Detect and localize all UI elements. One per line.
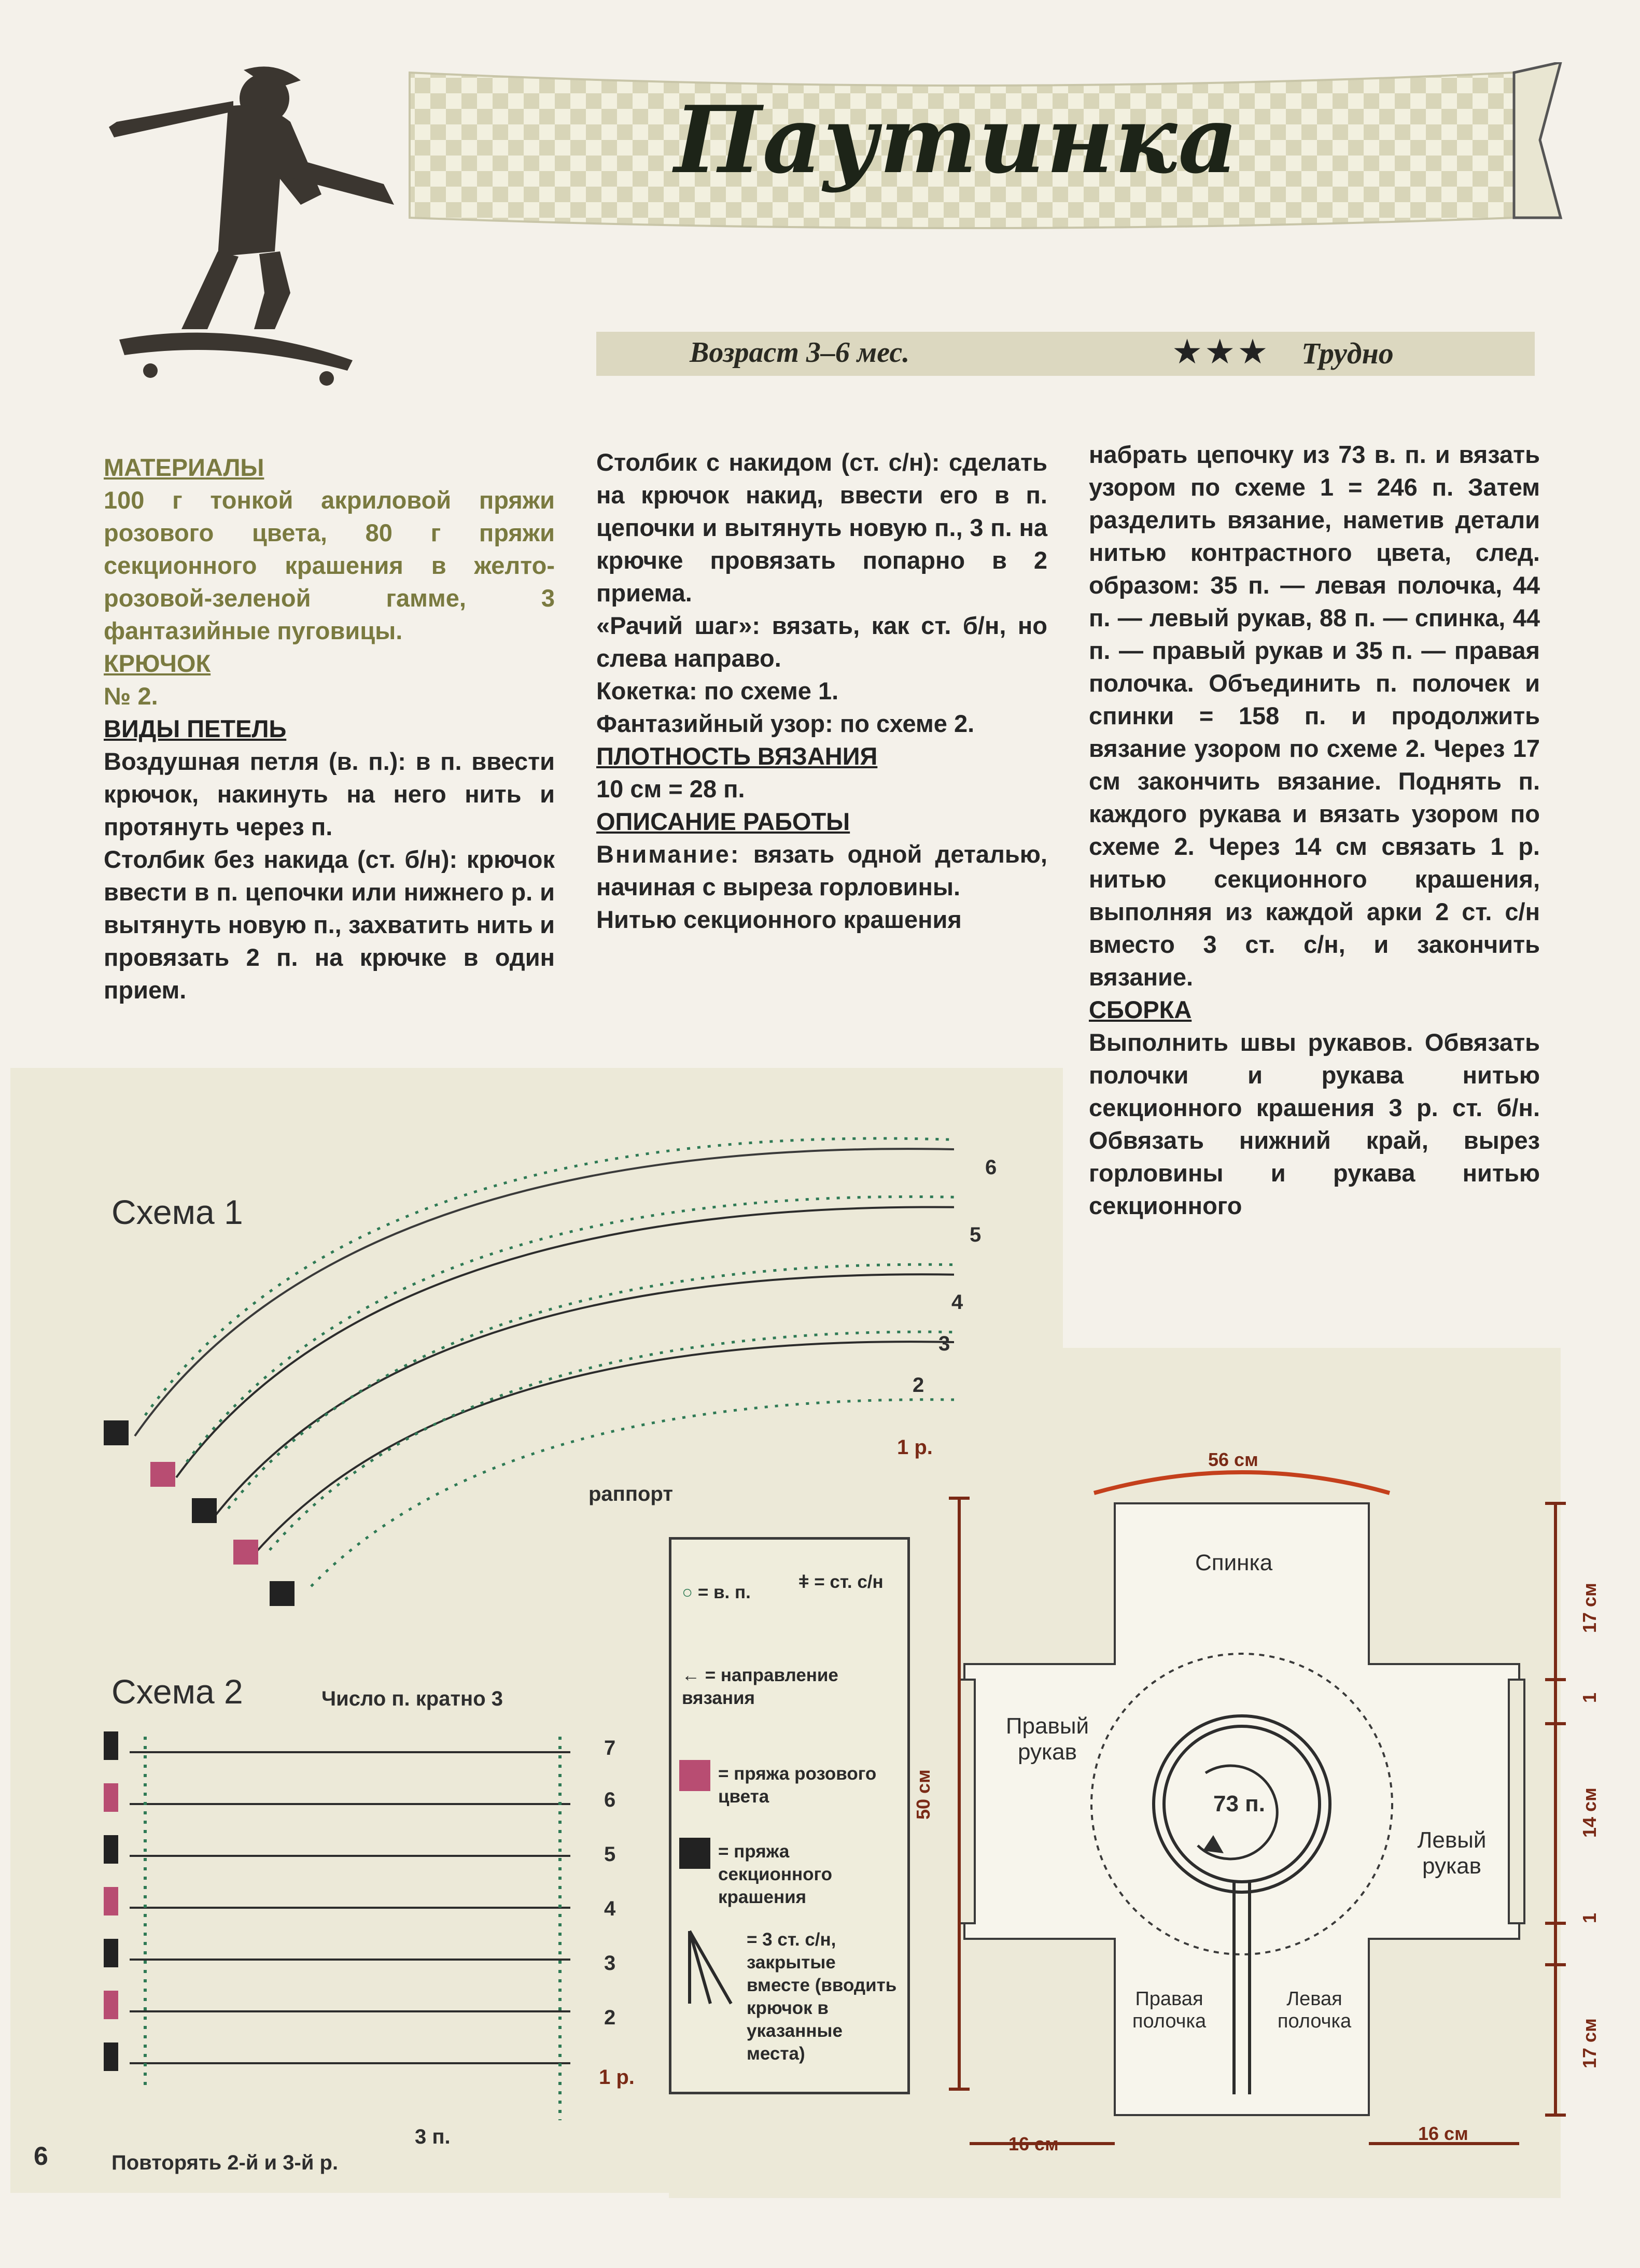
scheme1-row5: 5 [970,1223,982,1246]
scheme2-row1: 1 р. [599,2066,635,2089]
text-column-2: Столбик с накидом (ст. с/н): сделать на … [596,446,1047,936]
scheme2-row3: 3 [604,1952,616,1975]
scheme2-row2: 2 [604,2006,616,2029]
chain-symbol-icon: ○ [682,1582,698,1602]
scheme2-row7: 7 [604,1737,616,1759]
bottom-right-16-label: 16 см [1418,2123,1468,2144]
variegated-swatch [679,1838,710,1869]
legend-direction: ← = направление вязания [682,1664,900,1710]
assembly-text: Выполнить швы рукавов. Обвязать полочки … [1089,1029,1540,1219]
chain-definition: Воздушная петля (в. п.): в п. ввести крю… [104,745,555,843]
scheme2-stitch-count: 3 п. [415,2125,451,2148]
work-description: набрать цепочку из 73 в. п. и вязать узо… [1089,441,1540,991]
skater-illustration [109,66,394,386]
yoke-text: по схеме 1. [697,677,839,705]
dc-text: сделать на крючок накид, ввести его в п.… [596,448,1047,607]
legend-variegated: = пряжа секционного крашения [718,1841,833,1907]
scheme2-row5: 5 [604,1843,616,1866]
hook-text: № 2. [104,682,158,710]
dim-17-top-label: 17 см [1579,1583,1600,1633]
scheme2-multiple: Число п. кратно 3 [321,1687,503,1710]
back-label: Спинка [1195,1550,1273,1575]
dim-17-bottom-label: 17 см [1579,2018,1600,2068]
gauge-text: 10 см = 28 п. [596,775,745,802]
scheme2-diagram [104,1731,570,2120]
fancy-text: по схеме 2. [833,710,975,737]
page-number: 6 [34,2142,48,2171]
dim-1-top-label: 1 [1579,1692,1600,1703]
scheme1-diagram [104,1137,954,1606]
bottom-left-16-label: 16 см [1008,2133,1059,2154]
scheme2-row4: 4 [604,1897,616,1920]
text-column-3: набрать цепочку из 73 в. п. и вязать узо… [1089,438,1540,1222]
description-heading: ОПИСАНИЕ РАБОТЫ [596,808,850,835]
left-sleeve-label: Левый рукав [1417,1827,1487,1879]
legend-dc: ǂ = ст. с/н [798,1571,897,1594]
arrow-left-icon: ← [682,1665,705,1685]
fancy-definition: Фантазийный узор: по схеме 2. [596,707,1047,740]
dc-definition: Столбик с накидом (ст. с/н): сделать на … [596,446,1047,609]
scheme2-row6: 6 [604,1788,616,1811]
scheme1-row1: 1 р. [897,1436,933,1459]
right-sleeve-label: Правый рукав [1005,1713,1089,1765]
cluster-symbol-icon [688,1930,733,2005]
pink-swatch [679,1760,710,1791]
attention-term: Внимание: [596,840,740,868]
sc-term: Столбик без накида (ст. б/н): [104,846,458,873]
left-front-label: Левая полочка [1277,1988,1352,2032]
chain-text: в п. ввести крючок, накинуть на него нит… [104,748,555,840]
garment-schematic [949,1470,1566,2145]
crab-definition: «Рачий шаг»: вязать, как ст. б/н, но сле… [596,609,1047,674]
attention-text: Внимание: вязать одной деталью, начиная … [596,838,1047,903]
dim-1-bottom-label: 1 [1579,1912,1600,1923]
difficulty-label: Трудно [1301,336,1394,370]
scheme1-row2: 2 [913,1374,924,1397]
rapport-label: раппорт [588,1483,673,1505]
legend-chain: ○ = в. п. [682,1581,786,1604]
scheme2-title: Схема 2 [111,1672,243,1711]
legend-chain-text: = в. п. [697,1582,751,1602]
materials-text: 100 г тонкой акриловой пряжи розового цв… [104,486,555,644]
scheme1-row4: 4 [951,1291,963,1314]
dim-14-label: 14 см [1579,1787,1600,1838]
dc-symbol-icon: ǂ [798,1572,815,1592]
legend-cluster: = 3 ст. с/н, закрытые вместе (вводить кр… [747,1929,897,2064]
legend-dc-text: = ст. с/н [814,1572,884,1592]
width-56-label: 56 см [1208,1449,1258,1470]
materials-heading: МАТЕРИАЛЫ [104,454,264,481]
yoke-definition: Кокетка: по схеме 1. [596,674,1047,707]
sc-text: крючок ввести в п. цепочки или нижнего р… [104,846,555,1004]
legend-pink: = пряжа розового цвета [718,1764,877,1807]
start-text: Нитью секционного крашения [596,906,962,933]
hook-heading: КРЮЧОК [104,650,211,677]
attention-body: вязать одной деталью, начиная с выреза г… [596,840,1047,900]
dc-term: Столбик с накидом (ст. с/н): [596,448,940,476]
height-50-label: 50 см [913,1769,934,1820]
scheme1-row6: 6 [985,1156,997,1179]
crab-text: вязать, как ст. б/н, но слева направо. [596,612,1047,672]
right-front-label: Правая полочка [1132,1988,1207,2032]
scheme1-row3: 3 [938,1332,950,1355]
text-column-1: МАТЕРИАЛЫ 100 г тонкой акриловой пряжи р… [104,451,555,1006]
title-banner [409,62,1563,229]
info-bar [596,332,1535,376]
chain-term: Воздушная петля (в. п.): [104,748,406,775]
gauge-heading: ПЛОТНОСТЬ ВЯЗАНИЯ [596,742,878,770]
scheme2-repeat-note: Повторять 2-й и 3-й р. [111,2151,339,2174]
crab-term: «Рачий шаг»: [596,612,761,639]
scheme1-title: Схема 1 [111,1193,243,1231]
yoke-term: Кокетка: [596,677,697,705]
loops-heading: ВИДЫ ПЕТЕЛЬ [104,715,287,742]
neck-stitches-label: 73 п. [1213,1791,1265,1816]
page-title: Паутинка [674,86,1239,194]
sc-definition: Столбик без накида (ст. б/н): крючок вве… [104,843,555,1006]
age-label: Возраст 3–6 мес. [690,336,910,369]
assembly-heading: СБОРКА [1089,996,1192,1023]
difficulty-stars: ★★★ [1172,332,1270,372]
fancy-term: Фантазийный узор: [596,710,833,737]
legend-direction-text: = направление вязания [682,1665,838,1708]
